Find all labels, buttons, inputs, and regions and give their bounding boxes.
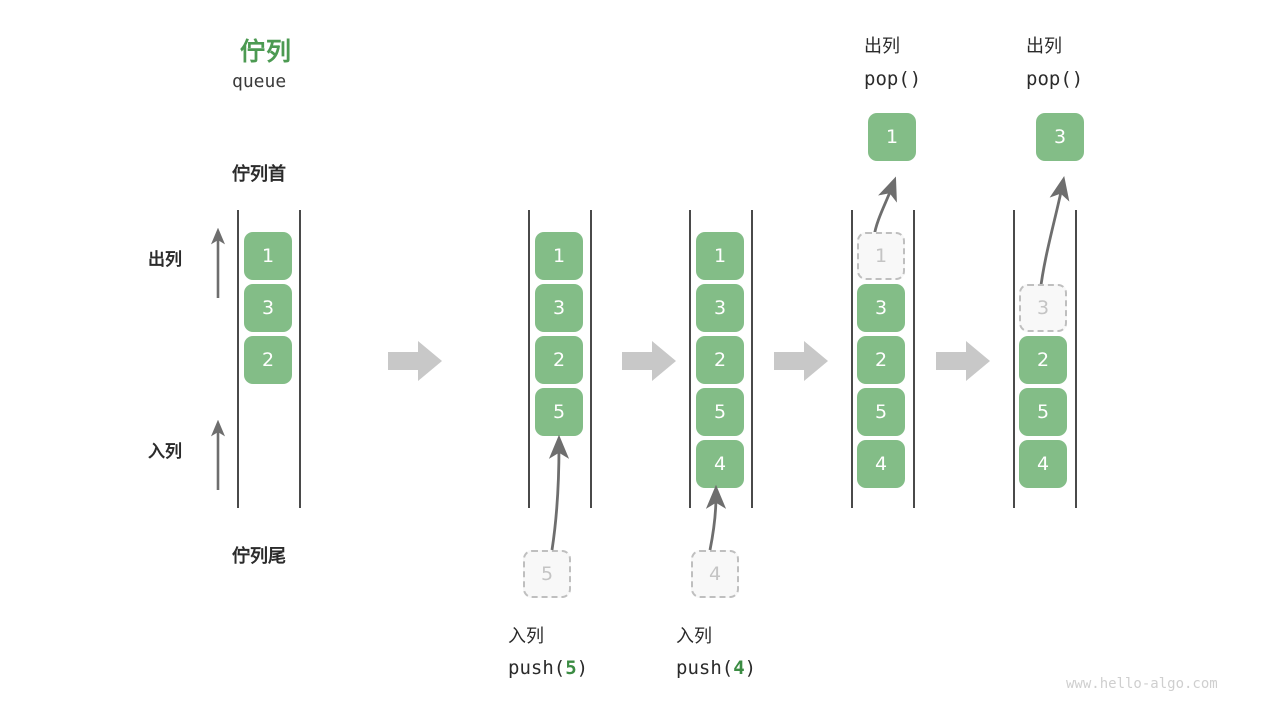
- queue-node: 2: [244, 336, 292, 384]
- rail-left-col-push4: [689, 210, 691, 508]
- push5-code-arg: 5: [565, 657, 577, 679]
- queue-head-label: 佇列首: [232, 164, 286, 185]
- pop-arrow-icon: [1038, 176, 1070, 294]
- push5-caption-cn: 入列: [508, 626, 544, 647]
- popped-ghost-node: 1: [857, 232, 905, 280]
- rail-right-col-pop3: [1075, 210, 1077, 508]
- step-arrow-icon: [622, 341, 676, 381]
- queue-node: 2: [696, 336, 744, 384]
- popped-node: 1: [868, 113, 916, 161]
- queue-node: 5: [857, 388, 905, 436]
- push4-code-suffix: ): [744, 657, 757, 679]
- push5-code-suffix: ): [576, 657, 589, 679]
- queue-node: 3: [244, 284, 292, 332]
- queue-node: 5: [696, 388, 744, 436]
- push5-caption-code: push(5): [508, 657, 588, 679]
- push4-code-prefix: push(: [676, 657, 734, 679]
- queue-node: 2: [1019, 336, 1067, 384]
- rail-left-col-pop3: [1013, 210, 1015, 508]
- push4-caption-cn: 入列: [676, 626, 712, 647]
- queue-node: 4: [1019, 440, 1067, 488]
- queue-node: 3: [857, 284, 905, 332]
- queue-tail-label: 佇列尾: [232, 546, 286, 567]
- queue-node: 2: [535, 336, 583, 384]
- incoming-ghost-node: 5: [523, 550, 571, 598]
- queue-node: 4: [857, 440, 905, 488]
- step-arrow-icon: [936, 341, 990, 381]
- queue-node: 1: [244, 232, 292, 280]
- pop3-header-code: pop(): [1026, 68, 1084, 90]
- rail-left-col-pop1: [851, 210, 853, 508]
- popped-ghost-node: 3: [1019, 284, 1067, 332]
- rail-right-col-initial: [299, 210, 301, 508]
- push-arrow-icon: [705, 484, 727, 551]
- popped-node: 3: [1036, 113, 1084, 161]
- queue-node: 3: [696, 284, 744, 332]
- queue-node: 5: [1019, 388, 1067, 436]
- push4-caption-code: push(4): [676, 657, 756, 679]
- enqueue-direction-arrow-icon: [210, 420, 226, 490]
- queue-node: 1: [535, 232, 583, 280]
- pop1-header-cn: 出列: [864, 36, 900, 57]
- rail-left-col-push5: [528, 210, 530, 508]
- queue-node: 3: [535, 284, 583, 332]
- rail-left-col-initial: [237, 210, 239, 508]
- figure-title-en: queue: [232, 71, 287, 92]
- queue-node: 5: [535, 388, 583, 436]
- watermark: www.hello-algo.com: [1066, 676, 1218, 692]
- dequeue-direction-arrow-icon: [210, 228, 226, 298]
- pop3-header-cn: 出列: [1026, 36, 1062, 57]
- queue-node: 1: [696, 232, 744, 280]
- pop1-header-code: pop(): [864, 68, 922, 90]
- push-arrow-icon: [548, 434, 570, 551]
- queue-node: 4: [696, 440, 744, 488]
- step-arrow-icon: [388, 341, 442, 381]
- rail-right-col-pop1: [913, 210, 915, 508]
- push4-code-arg: 4: [733, 657, 745, 679]
- dequeue-direction-label: 出列: [148, 250, 182, 270]
- enqueue-direction-label: 入列: [148, 442, 182, 462]
- rail-right-col-push5: [590, 210, 592, 508]
- push5-code-prefix: push(: [508, 657, 566, 679]
- incoming-ghost-node: 4: [691, 550, 739, 598]
- rail-right-col-push4: [751, 210, 753, 508]
- queue-node: 2: [857, 336, 905, 384]
- figure-title-cn: 佇列: [240, 37, 293, 66]
- step-arrow-icon: [774, 341, 828, 381]
